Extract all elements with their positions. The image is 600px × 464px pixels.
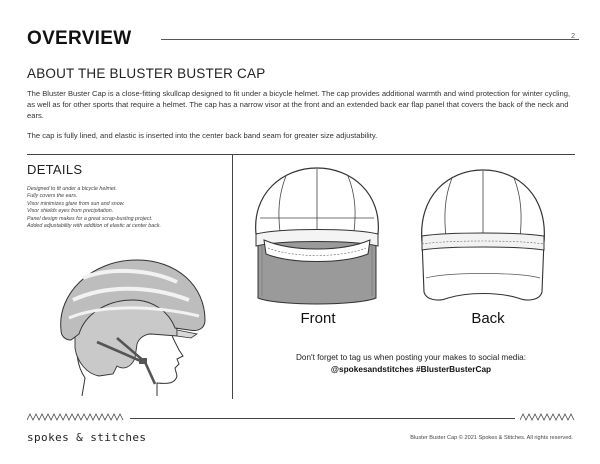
list-item: Fully covers the ears. [27, 193, 78, 200]
zigzag-ornament-icon [27, 413, 124, 421]
list-item: Visor shields eyes from precipitation. [27, 208, 114, 215]
social-tags: @spokesandstitches #BlusterBusterCap [330, 364, 492, 374]
page-title: OVERVIEW [27, 28, 132, 49]
social-callout: Don't forget to tag us when posting your… [232, 353, 590, 374]
cap-front-icon [255, 167, 379, 305]
about-paragraph: The cap is fully lined, and elastic is i… [27, 131, 378, 140]
footer-divider [130, 418, 515, 419]
zigzag-ornament-icon [520, 413, 575, 421]
list-item: Panel design makes for a great scrap-bus… [27, 215, 153, 222]
copyright-text: Bluster Buster Cap © 2021 Spokes & Stitc… [410, 435, 573, 441]
details-list: Designed to fit under a bicycle helmet. … [27, 186, 227, 230]
header-divider [161, 39, 579, 40]
column-divider [232, 154, 233, 399]
section-divider [27, 154, 575, 155]
social-message: Don't forget to tag us when posting your… [295, 353, 527, 362]
front-view-label: Front [300, 310, 336, 327]
cap-back-icon [421, 169, 545, 301]
helmet-icon [60, 259, 206, 396]
list-item: Designed to fit under a bicycle helmet. [27, 186, 117, 192]
back-view-label: Back [471, 310, 505, 327]
about-heading: ABOUT THE BLUSTER BUSTER CAP [27, 66, 266, 81]
list-item: Added adjustability with addition of ela… [27, 223, 161, 230]
details-heading: DETAILS [27, 162, 83, 177]
brand-logo: spokes & stitches [27, 431, 147, 444]
page-header: OVERVIEW 2 [27, 28, 579, 52]
page-number: 2 [571, 33, 575, 40]
list-item: Visor minimizes glare from sun and snow. [27, 200, 125, 207]
about-paragraph: The Bluster Buster Cap is a close-fittin… [27, 89, 571, 120]
about-body: The Bluster Buster Cap is a close-fittin… [27, 88, 575, 141]
